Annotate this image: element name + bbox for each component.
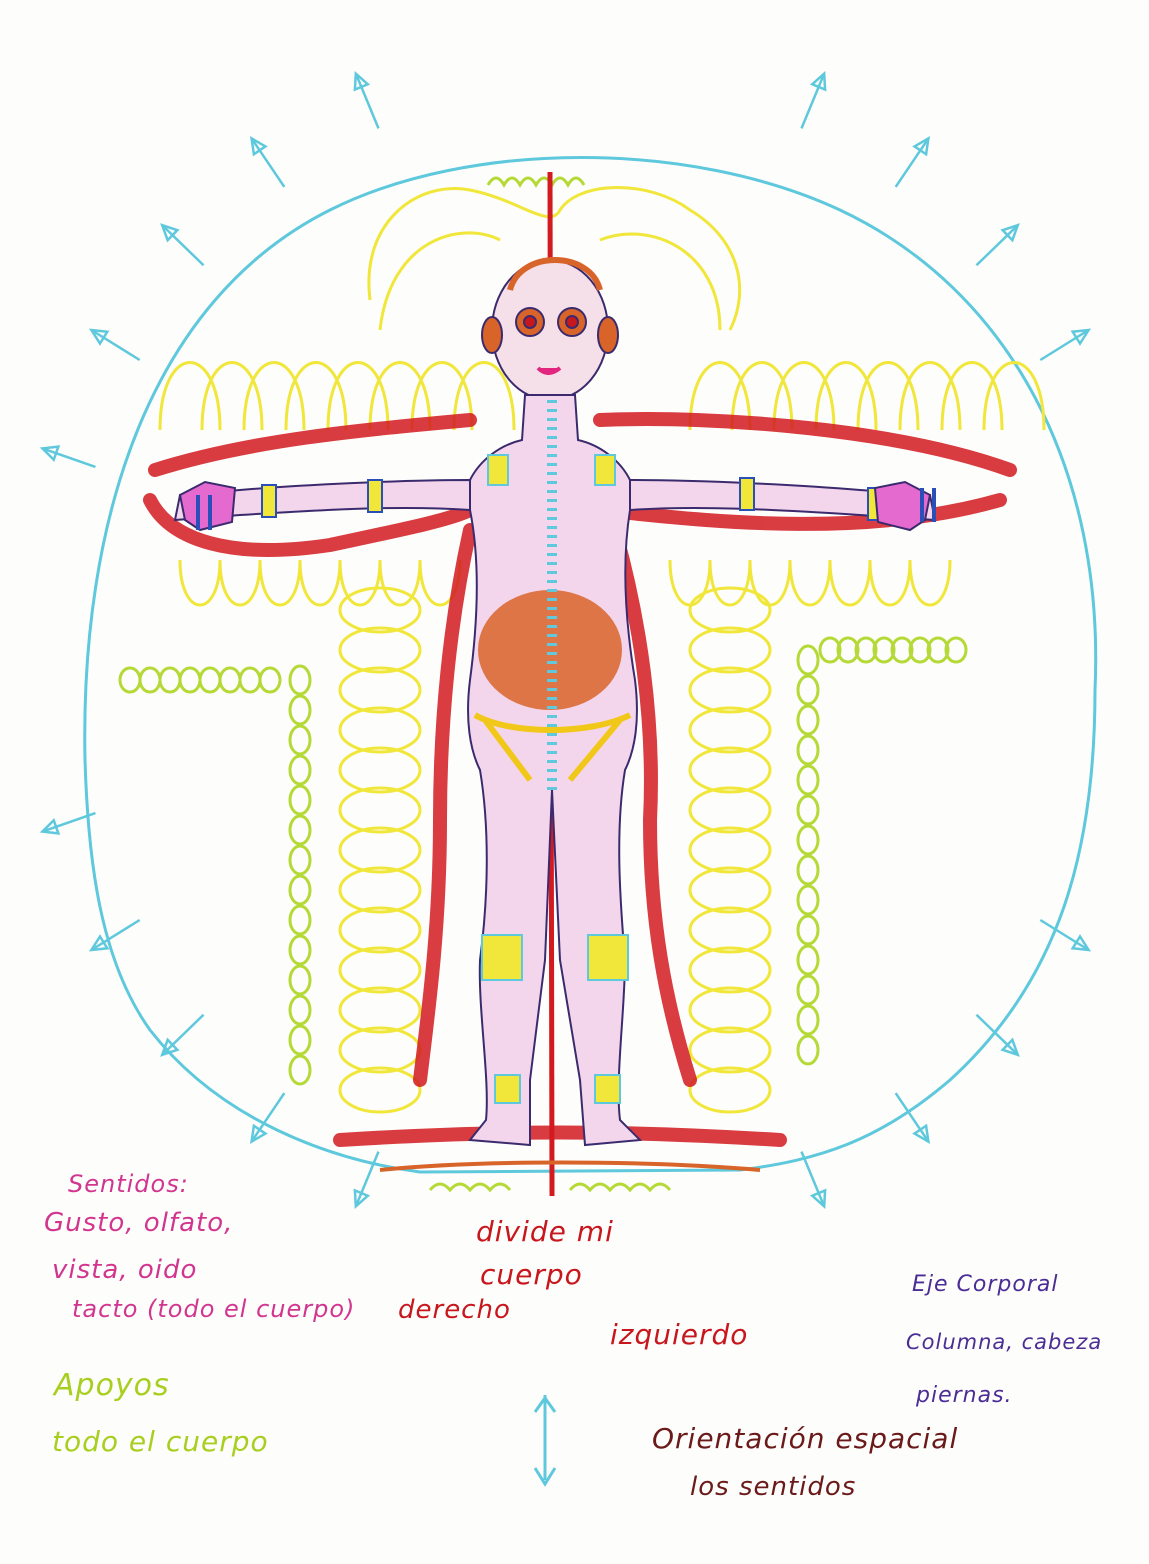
arrow-icon — [91, 920, 139, 950]
derecho-label: derecho — [398, 1295, 511, 1325]
arrow-icon — [976, 225, 1017, 265]
right-ankle-band — [595, 1075, 620, 1103]
right-shoulder-band — [595, 455, 615, 485]
divide-line1: divide mi — [476, 1215, 614, 1248]
head — [492, 260, 608, 400]
arrow-icon — [162, 1015, 203, 1055]
apoyos-line2: todo el cuerpo — [52, 1425, 269, 1458]
eje-line3: piernas. — [916, 1383, 1013, 1408]
left-ear — [482, 317, 502, 353]
arrow-icon — [802, 1152, 826, 1207]
left-wrist-band — [262, 485, 276, 517]
arrow-icon — [896, 138, 929, 187]
left-elbow-band — [368, 480, 382, 512]
arrow-icon — [42, 447, 95, 467]
left-ankle-band — [495, 1075, 520, 1103]
orientacion-line1: Orientación espacial — [652, 1422, 958, 1455]
arrow-icon — [1040, 330, 1088, 360]
eje-line1: Eje Corporal — [912, 1272, 1058, 1297]
sentidos-line2: vista, oido — [52, 1255, 197, 1285]
left-shoulder-band — [488, 455, 508, 485]
orientacion-line2: los sentidos — [690, 1472, 856, 1502]
arrow-icon — [802, 74, 826, 129]
arrow-icon — [252, 1093, 285, 1142]
arrow-icon — [355, 74, 379, 129]
bottom-arrow — [535, 1395, 555, 1484]
arrow-icon — [162, 225, 203, 265]
sentidos-line3: tacto (todo el cuerpo) — [72, 1295, 355, 1323]
right-elbow-band — [740, 478, 754, 510]
izquierdo-label: izquierdo — [610, 1318, 748, 1351]
left-knee-band — [482, 935, 522, 980]
apoyos-line1: Apoyos — [54, 1368, 170, 1403]
arrow-icon — [91, 330, 139, 360]
sentidos-title: Sentidos: — [68, 1170, 189, 1198]
left-hand — [180, 482, 235, 530]
right-ear — [598, 317, 618, 353]
right-knee-band — [588, 935, 628, 980]
mouth — [538, 368, 560, 373]
eje-line2: Columna, cabeza — [906, 1330, 1102, 1354]
sentidos-line1: Gusto, olfato, — [44, 1208, 233, 1238]
arrow-icon — [252, 138, 285, 187]
top-green-scribble — [488, 178, 584, 185]
divide-line2: cuerpo — [480, 1258, 583, 1291]
